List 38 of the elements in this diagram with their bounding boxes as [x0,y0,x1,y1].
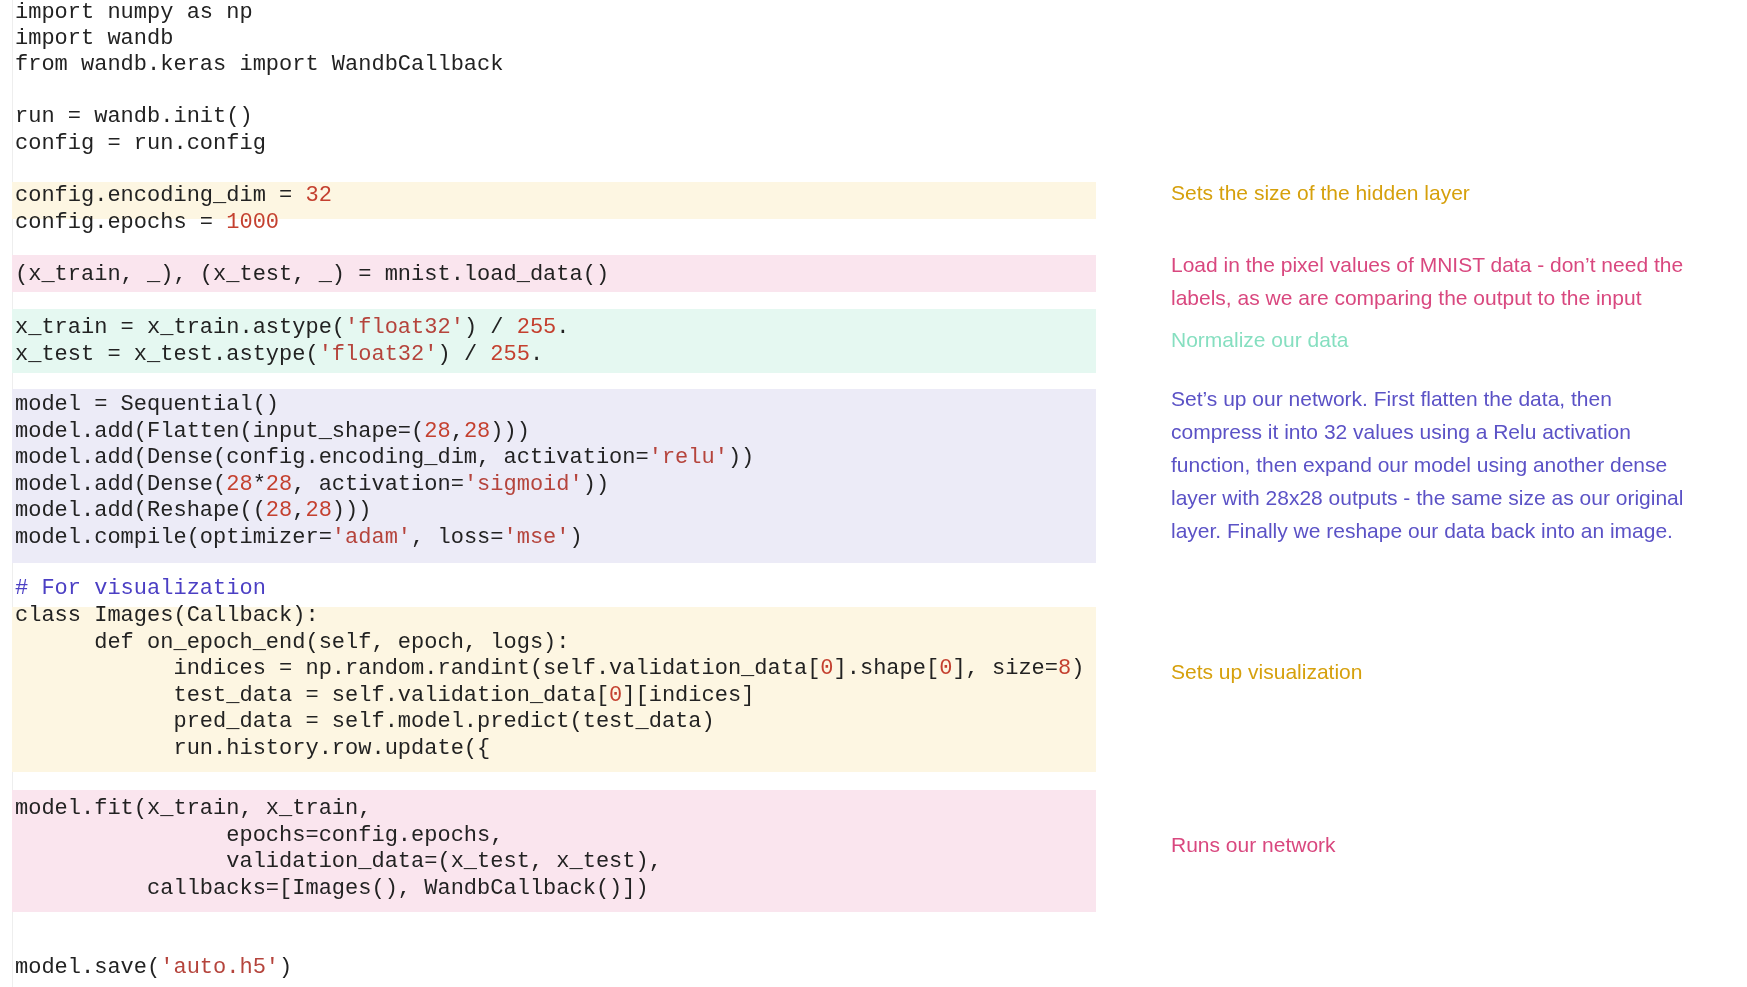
code-line: class Images(Callback): [15,603,319,630]
code-line: x_test = x_test.astype('float32') / 255. [15,341,544,368]
highlight-band [12,790,1096,912]
annotation-text: Sets the size of the hidden layer [1171,180,1471,206]
code-line: def on_epoch_end(self, epoch, logs): [93,629,570,656]
code-line: config.encoding_dim = 32 [15,183,332,210]
annotation-text: Runs our network [1171,832,1337,858]
code-line: callbacks=[Images(), WandbCallback()]) [146,875,649,902]
code-line: model.compile(optimizer='adam', loss='mse') [15,524,583,551]
code-line: validation_data=(x_test, x_test), [225,849,662,876]
code-line: (x_train, _), (x_test, _) = mnist.load_data() [15,262,610,289]
code-line: run = wandb.init() [15,104,253,131]
code-line: model.add(Reshape((28,28))) [15,498,372,525]
code-line: model.fit(x_train, x_train, [15,796,372,823]
annotation-text: Normalize our data [1171,327,1350,353]
code-line: import numpy as np [15,0,253,27]
code-line: run.history.row.update({ [172,735,491,762]
code-line: test_data = self.validation_data[0][indices] [172,682,755,709]
highlight-band [12,255,1096,292]
code-line: model.add(Flatten(input_shape=(28,28))) [15,418,530,445]
annotation-text: Load in the pixel values of MNIST data - don’t need the labels, as we are comparing the output to the input [1171,252,1685,311]
code-line: model.save('auto.h5') [15,955,293,982]
code-line: model = Sequential() [15,392,280,419]
code-line: config.epochs = 1000 [15,210,280,237]
highlight-band [12,309,1096,373]
code-line: # For visualization [15,576,266,603]
code-line: model.add(Dense(28*28, activation='sigmoid')) [15,471,610,498]
code-line: pred_data = self.model.predict(test_data) [172,709,715,736]
code-line: x_train = x_train.astype('float32') / 255. [15,315,570,342]
highlight-band [12,607,1096,772]
code-line: import wandb [15,26,174,53]
annotation-text: Sets up visualization [1171,659,1364,685]
code-line: from wandb.keras import WandbCallback [15,52,504,79]
annotation-text: Set’s up our network. First flatten the data, then compress it into 32 values using a Relu activation function, then expand our model using another dense layer with 28x28 outputs - the same size as our original layer. Finally we reshape our data back into an image. [1171,386,1685,544]
code-line: indices = np.random.randint(self.validation_data[0].shape[0], size=8) [172,656,1085,683]
code-line: epochs=config.epochs, [225,822,504,849]
code-line: model.add(Dense(config.encoding_dim, activation='relu')) [15,445,755,472]
code-line: config = run.config [15,131,266,158]
